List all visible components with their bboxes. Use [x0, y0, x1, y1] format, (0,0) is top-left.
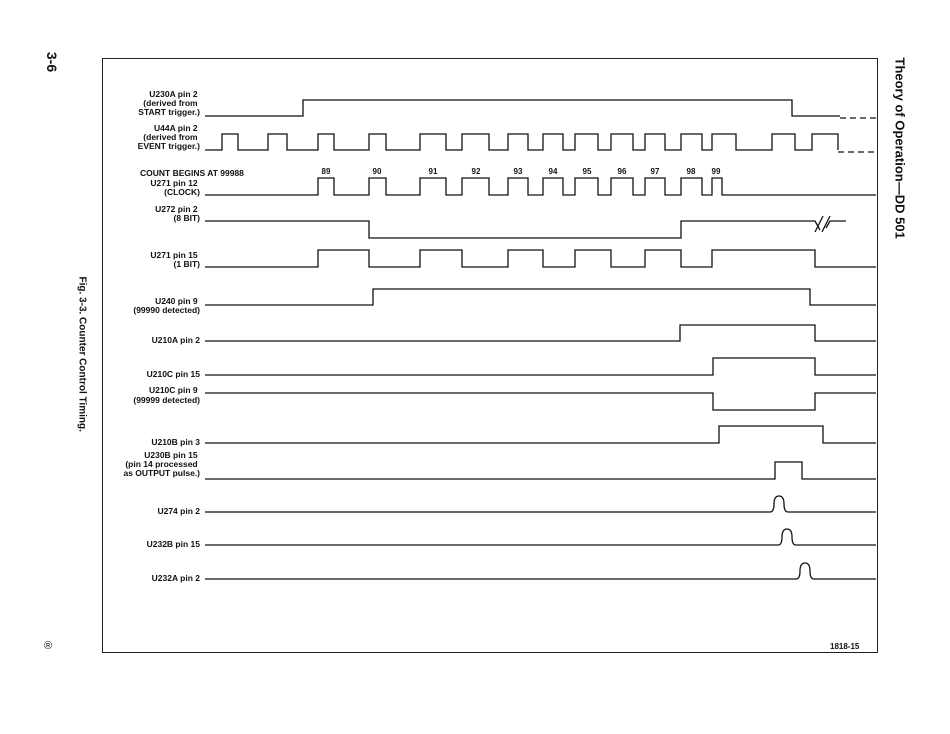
count-tick: 98 — [687, 167, 696, 176]
waveform-u44a — [205, 133, 839, 151]
waveform-u210c-9 — [205, 392, 876, 411]
count-tick: 91 — [429, 167, 438, 176]
waveform-u272-break — [814, 215, 831, 233]
label-u240: U240 pin 9 (99990 detected) — [133, 296, 200, 315]
waveform-u210b — [205, 425, 876, 444]
waveform-u230b — [205, 461, 876, 480]
waveform-u272-8bit — [205, 220, 846, 239]
count-tick: 99 — [712, 167, 721, 176]
waveform-u274 — [205, 495, 876, 513]
count-tick: 89 — [322, 167, 331, 176]
waveform-u240 — [205, 288, 876, 306]
waveform-u271-1bit — [205, 249, 876, 268]
label-u271-1bit: U271 pin 15 (1 BIT) — [150, 250, 200, 269]
label-u210c-15: U210C pin 15 — [147, 369, 201, 379]
waveform-u230a — [205, 99, 840, 117]
label-u232b: U232B pin 15 — [147, 539, 201, 549]
waveform-u232a — [205, 562, 876, 580]
label-u210c-9: U210C pin 9 (99999 detected) — [133, 385, 200, 405]
registered-mark: ® — [44, 640, 53, 652]
count-tick: 92 — [472, 167, 481, 176]
figure-id: 1818-15 — [830, 642, 860, 651]
label-u230a: U230A pin 2 (derived from START trigger.… — [138, 89, 200, 117]
waveform-u232b — [205, 528, 876, 546]
count-tick: 96 — [618, 167, 627, 176]
label-u44a: U44A pin 2 (derived from EVENT trigger.) — [138, 123, 201, 151]
diagram-frame — [102, 58, 878, 653]
label-u274: U274 pin 2 — [157, 506, 200, 516]
count-tick: 95 — [583, 167, 592, 176]
label-u272: U272 pin 2 (8 BIT) — [155, 204, 200, 223]
label-u230b: U230B pin 15 (pin 14 processed as OUTPUT… — [123, 450, 200, 478]
count-begins-label: COUNT BEGINS AT 99988 — [140, 168, 244, 178]
label-u232a: U232A pin 2 — [152, 573, 201, 583]
waveform-u210a — [205, 324, 876, 342]
label-u210b: U210B pin 3 — [151, 437, 200, 447]
waveform-u271-clock — [205, 177, 876, 196]
waveform-u210c-15 — [205, 357, 876, 376]
count-tick: 94 — [549, 167, 558, 176]
count-tick: 93 — [514, 167, 523, 176]
label-u271-clock: U271 pin 12 (CLOCK) — [150, 178, 200, 197]
count-tick: 97 — [651, 167, 660, 176]
count-tick: 90 — [373, 167, 382, 176]
label-u210a: U210A pin 2 — [152, 335, 201, 345]
